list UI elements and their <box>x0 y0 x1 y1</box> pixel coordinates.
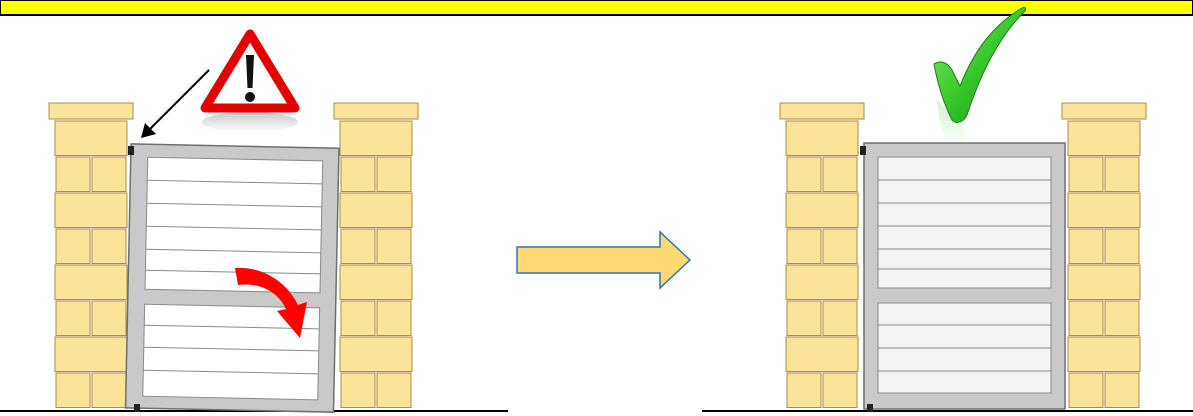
brick <box>340 337 412 372</box>
brick <box>56 229 90 264</box>
brick <box>823 157 857 192</box>
brick <box>1068 265 1140 300</box>
brick <box>92 157 126 192</box>
brick <box>1069 373 1103 408</box>
brick <box>1069 157 1103 192</box>
brick <box>55 265 127 300</box>
brick <box>341 301 375 336</box>
checkmark-icon <box>934 7 1025 148</box>
brick <box>341 229 375 264</box>
brick <box>1105 157 1139 192</box>
brick <box>1068 193 1140 228</box>
pillar-cap <box>780 103 864 119</box>
brick <box>1105 301 1139 336</box>
brick <box>377 229 411 264</box>
level-gate <box>864 143 1065 409</box>
brick <box>1105 373 1139 408</box>
brick <box>787 373 821 408</box>
brick <box>786 265 858 300</box>
brick <box>823 301 857 336</box>
brick <box>787 301 821 336</box>
brick <box>92 229 126 264</box>
brick <box>55 121 127 156</box>
brick <box>823 373 857 408</box>
brick <box>1068 121 1140 156</box>
brick <box>786 193 858 228</box>
pillar-right-2 <box>1062 103 1146 408</box>
brick <box>1069 301 1103 336</box>
pillar-cap <box>1062 103 1146 119</box>
brick <box>92 301 126 336</box>
pointer-arrow-icon <box>141 70 209 138</box>
pillar-left-1 <box>49 103 133 408</box>
sagging-gate <box>126 144 339 412</box>
brick <box>56 373 90 408</box>
brick <box>341 157 375 192</box>
brick <box>1068 337 1140 372</box>
warning-triangle-icon <box>202 34 298 132</box>
brick <box>377 301 411 336</box>
brick <box>56 157 90 192</box>
pillar-left-2 <box>780 103 864 408</box>
pillar-cap <box>334 103 418 119</box>
brick <box>340 193 412 228</box>
brick <box>377 157 411 192</box>
brick <box>56 301 90 336</box>
brick <box>92 373 126 408</box>
brick <box>823 229 857 264</box>
brick <box>1069 229 1103 264</box>
brick <box>787 229 821 264</box>
right-arrow-icon <box>517 232 690 288</box>
brick <box>1105 229 1139 264</box>
brick <box>340 265 412 300</box>
brick <box>786 121 858 156</box>
brick <box>341 373 375 408</box>
brick <box>786 337 858 372</box>
brick <box>55 193 127 228</box>
pillar-cap <box>49 103 133 119</box>
brick <box>377 373 411 408</box>
brick <box>340 121 412 156</box>
brick <box>55 337 127 372</box>
gate-panel-top <box>878 157 1051 288</box>
brick <box>787 157 821 192</box>
pillar-right-1 <box>334 103 418 408</box>
